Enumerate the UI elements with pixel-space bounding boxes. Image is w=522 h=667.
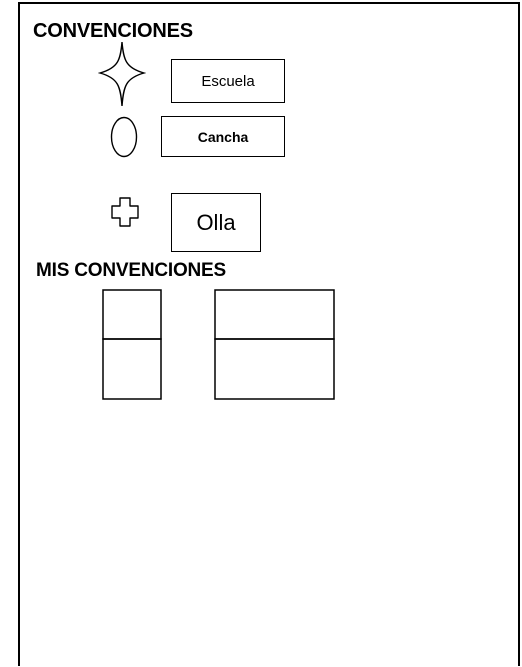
field-legend-label: Cancha	[161, 116, 285, 157]
school-legend-label: Escuela	[171, 59, 285, 103]
right-box-pair	[214, 289, 335, 400]
conventions-heading: CONVENCIONES	[33, 20, 193, 42]
my-conventions-boxes	[102, 289, 335, 400]
cross-icon	[111, 197, 139, 227]
star-icon	[98, 41, 146, 107]
my-conventions-heading: MIS CONVENCIONES	[36, 260, 226, 281]
right-box-bottom	[214, 338, 335, 400]
left-box-top	[102, 289, 162, 340]
oval-icon	[110, 116, 138, 158]
left-box-pair	[102, 289, 162, 400]
left-box-bottom	[102, 338, 162, 400]
page-frame	[18, 2, 520, 666]
pot-legend-label: Olla	[171, 193, 261, 252]
right-box-top	[214, 289, 335, 340]
